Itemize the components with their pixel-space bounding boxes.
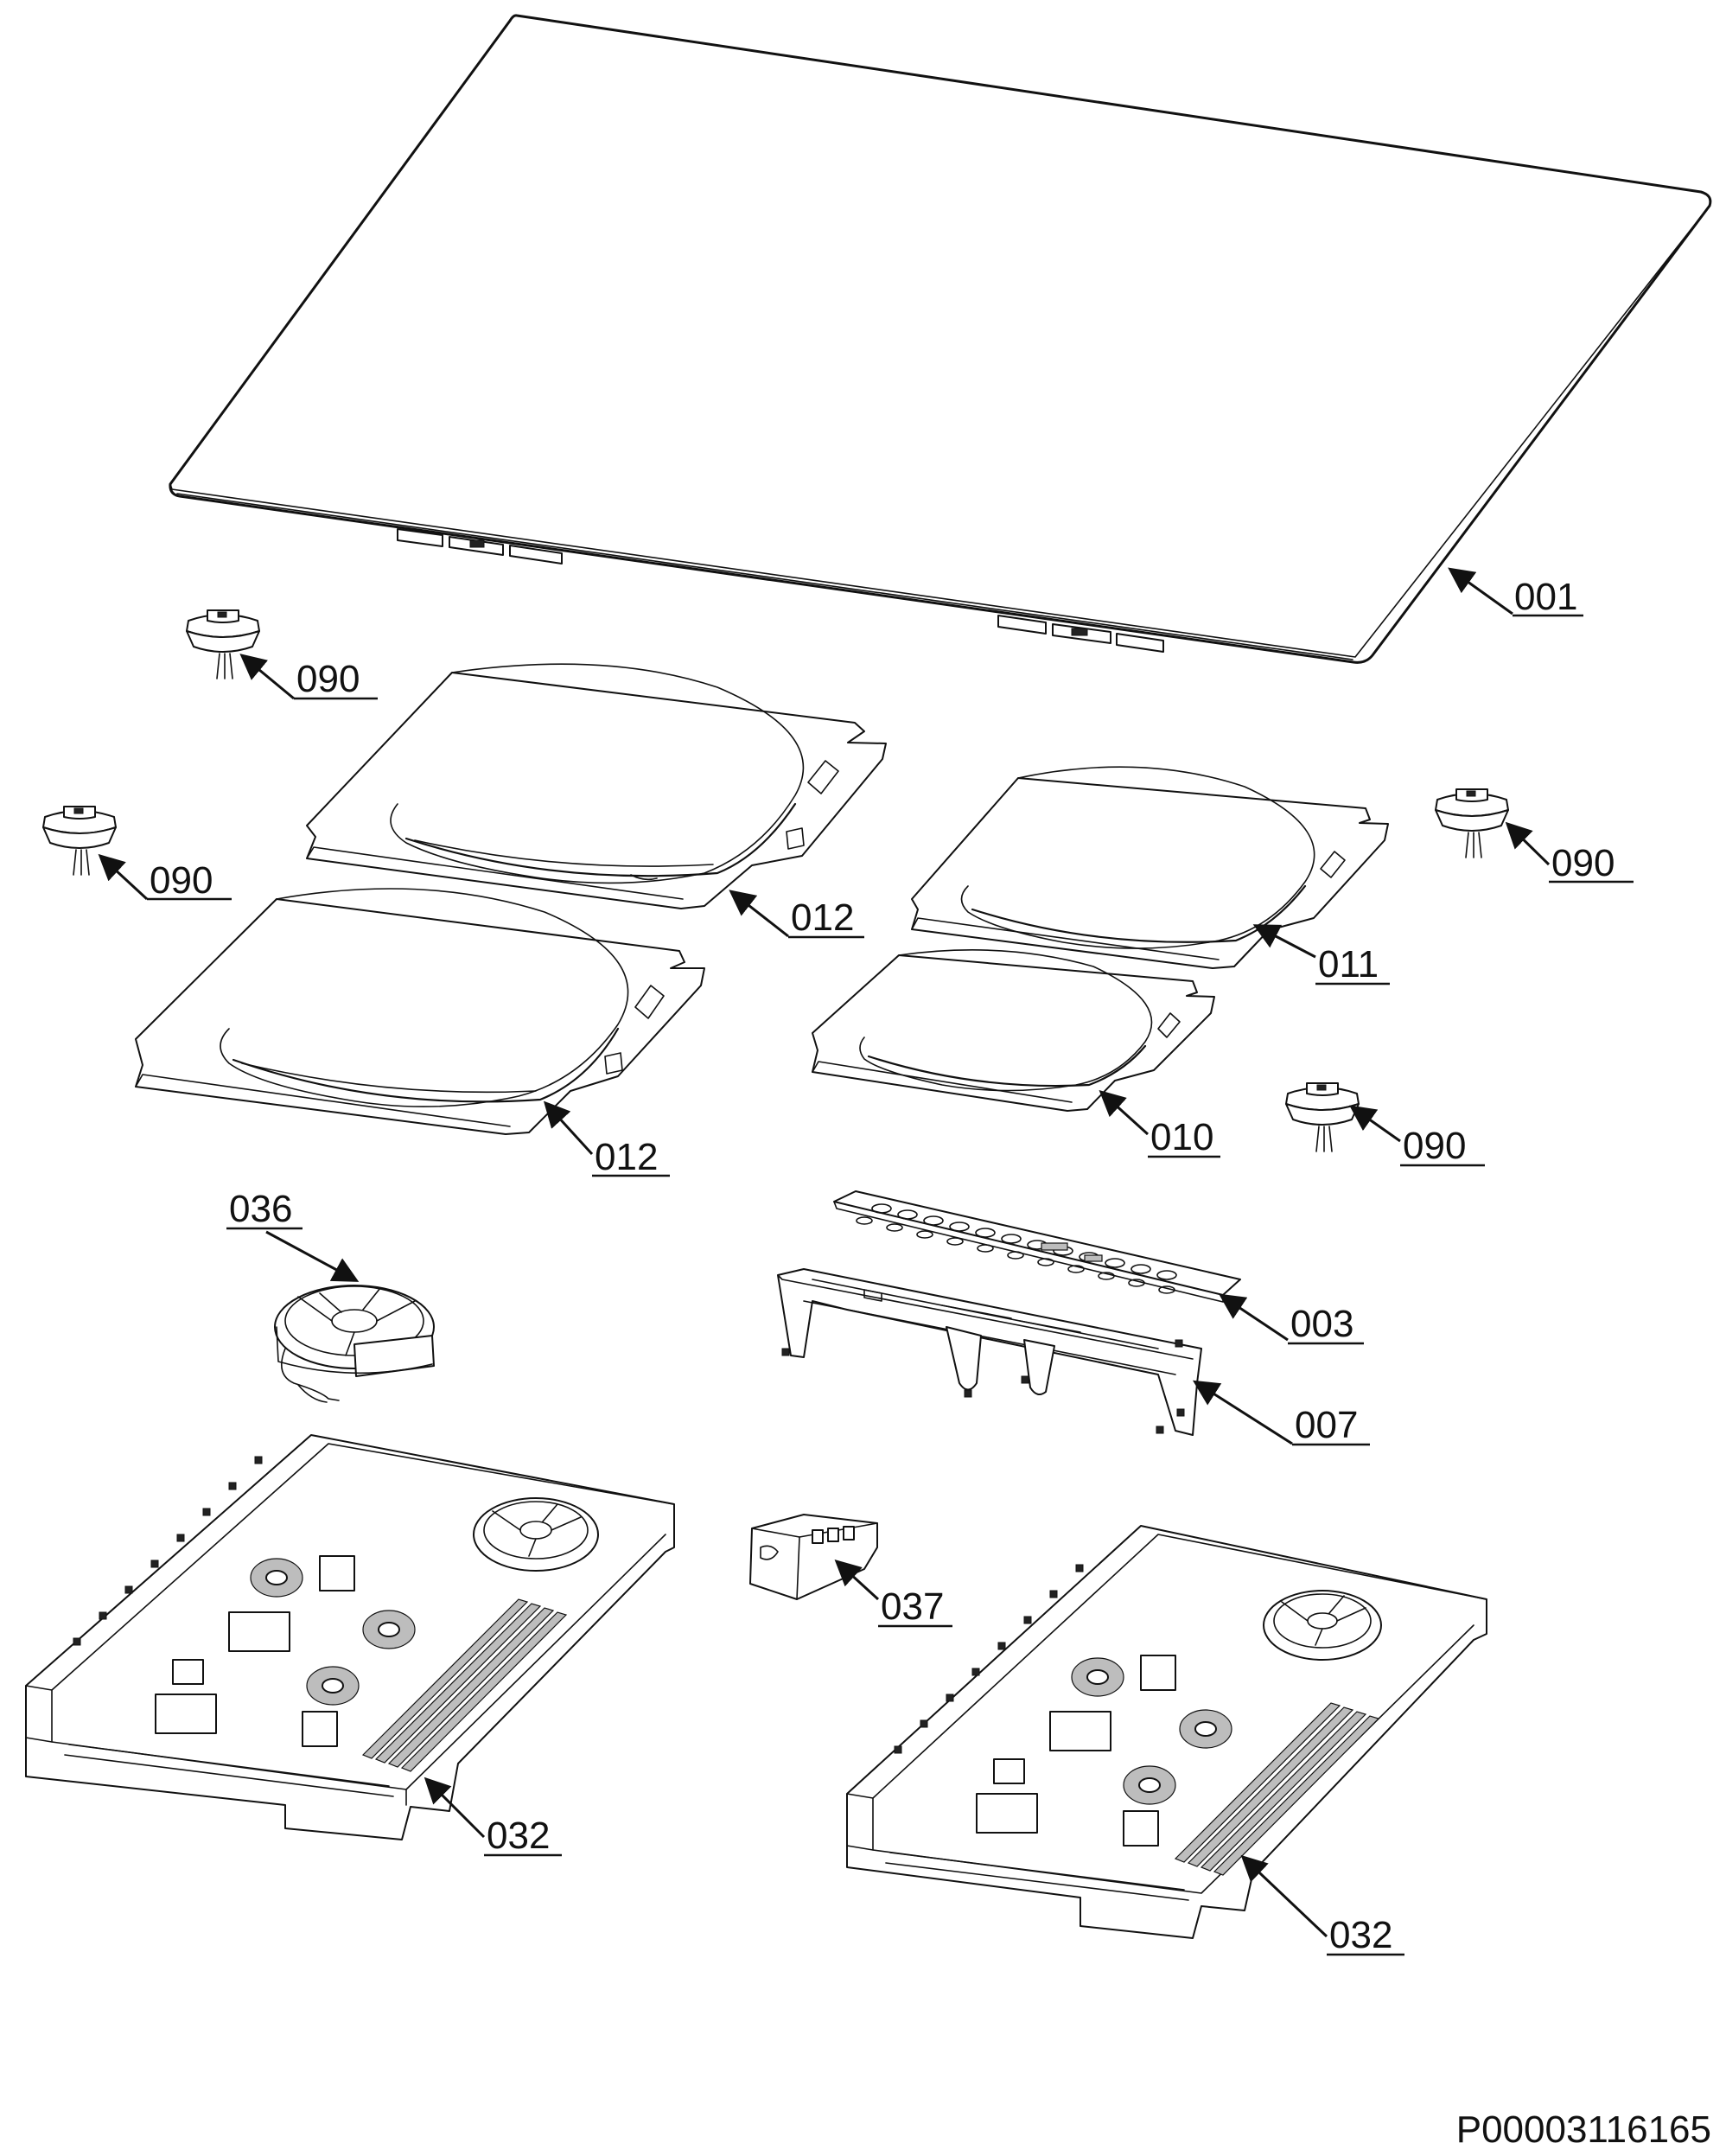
label-012-upper: 012 bbox=[791, 896, 854, 939]
callout-labels: 001 090 090 090 090 012 012 011 010 036 … bbox=[147, 576, 1634, 1956]
label-090-right-upper: 090 bbox=[1551, 842, 1615, 884]
coil-large-upper bbox=[306, 663, 887, 909]
label-012-lower: 012 bbox=[595, 1136, 658, 1178]
glass-top-panel bbox=[169, 14, 1712, 664]
label-001: 001 bbox=[1514, 576, 1577, 618]
heatsink-left bbox=[361, 1598, 568, 1772]
document-number: P00003116165 bbox=[1456, 2108, 1711, 2151]
terminal-block bbox=[749, 1514, 878, 1600]
label-032-right: 032 bbox=[1329, 1914, 1392, 1956]
control-board bbox=[833, 1190, 1241, 1303]
power-module-left bbox=[25, 1434, 675, 1840]
board-bracket bbox=[777, 1268, 1202, 1436]
label-090-mid-left: 090 bbox=[150, 859, 213, 902]
label-011: 011 bbox=[1318, 943, 1379, 986]
power-module-right bbox=[846, 1525, 1487, 1939]
label-010: 010 bbox=[1150, 1116, 1213, 1158]
heatsink-right bbox=[1174, 1702, 1380, 1876]
callout-leaders bbox=[98, 567, 1551, 1938]
label-036: 036 bbox=[229, 1188, 292, 1230]
fan-assembly bbox=[274, 1285, 435, 1403]
foot-right-upper bbox=[1435, 788, 1509, 858]
foot-mid-left bbox=[42, 806, 117, 876]
label-090-top-left: 090 bbox=[296, 658, 360, 700]
label-037: 037 bbox=[881, 1585, 944, 1628]
board-keys bbox=[856, 1203, 1177, 1294]
coil-medium bbox=[911, 766, 1389, 969]
label-003: 003 bbox=[1290, 1303, 1353, 1345]
label-032-left: 032 bbox=[487, 1815, 550, 1857]
label-090-right-lower: 090 bbox=[1403, 1125, 1466, 1167]
coil-small bbox=[812, 949, 1215, 1112]
foot-top-left bbox=[186, 609, 260, 679]
coil-large-lower bbox=[135, 888, 705, 1135]
label-007: 007 bbox=[1295, 1404, 1358, 1446]
foot-right-lower bbox=[1285, 1082, 1360, 1152]
